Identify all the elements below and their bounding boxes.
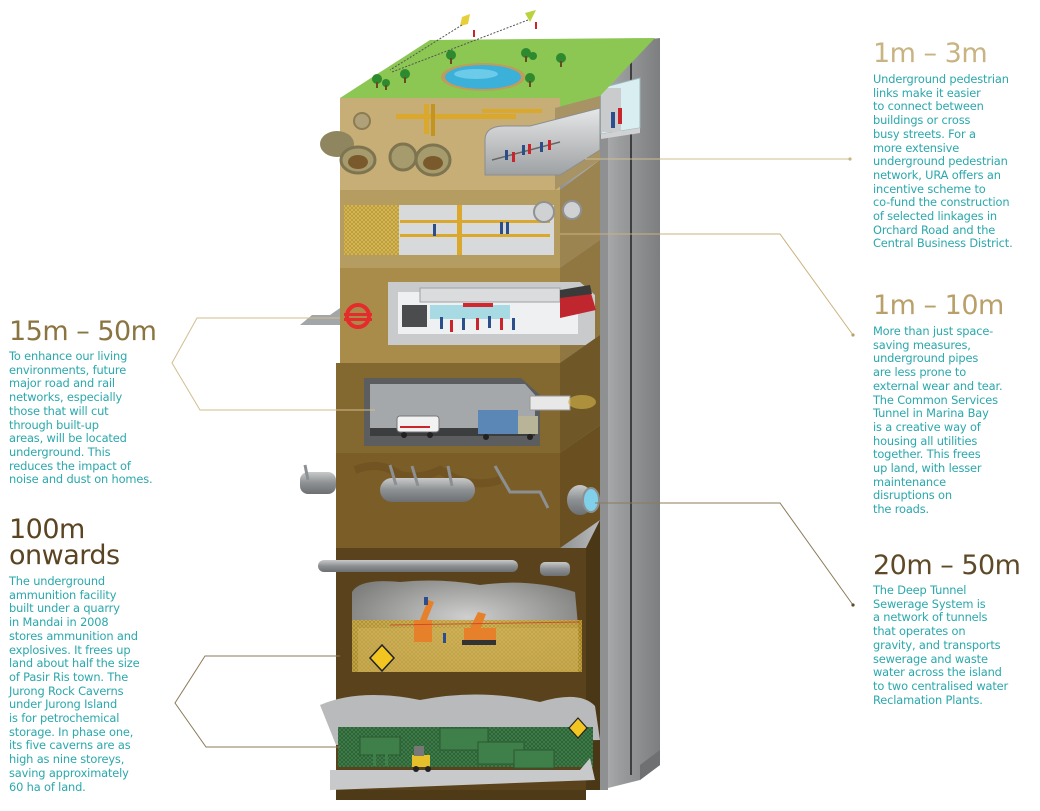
kite-icon (389, 10, 537, 73)
layer-mrt-station (300, 240, 600, 363)
van-icon (396, 415, 440, 438)
forklift-icon (412, 746, 431, 772)
annotation-depth-heading: 1m – 3m (873, 38, 988, 69)
annotation-depth-heading: 15m – 50m (9, 316, 157, 347)
annotation-caverns: 100m onwards The underground ammunition … (9, 514, 174, 794)
truck-icon (478, 410, 538, 440)
leader-line-caverns (174, 655, 340, 748)
annotation-pedestrian-links: 1m – 3m Underground pedestrian links mak… (873, 40, 1040, 251)
annotation-description: The Deep Tunnel Sewerage System is a net… (873, 583, 1009, 707)
annotation-description: More than just space- saving measures, u… (873, 324, 1003, 517)
leader-line-pipes (560, 233, 854, 336)
annotation-depth-heading: 1m – 10m (873, 290, 1004, 321)
warning-sign-icon (368, 643, 396, 673)
pond-icon (441, 63, 525, 91)
mrt-logo-icon (344, 303, 372, 329)
leader-line-road-rail (171, 317, 375, 411)
annotation-depth-heading: 20m – 50m (873, 550, 1021, 581)
layer-rock-caverns (318, 520, 600, 800)
annotation-deep-tunnel-sewerage: 20m – 50m The Deep Tunnel Sewerage Syste… (873, 552, 1040, 707)
leader-line-sewerage (595, 502, 854, 606)
utility-pipe-icon (320, 112, 452, 177)
tree-icon (372, 48, 566, 90)
leader-lines (171, 157, 855, 748)
annotation-description: Underground pedestrian links make it eas… (873, 72, 1013, 251)
layer-deep-tunnel-sewerage (300, 425, 600, 548)
layer-utilities-pedestrian (320, 96, 601, 190)
excavator-icon (414, 600, 496, 645)
annotation-depth-heading: 100m onwards (9, 514, 120, 571)
annotation-description: The underground ammunition facility buil… (9, 574, 140, 794)
annotation-road-and-rail: 15m – 50m To enhance our living environm… (9, 318, 189, 487)
annotation-description: To enhance our living environments, futu… (9, 349, 153, 487)
sewer-pipe-icon (300, 464, 600, 515)
warning-sign-icon (568, 717, 588, 739)
pedestrian-link-tunnel (484, 107, 601, 176)
annotation-utility-pipes: 1m – 10m More than just space- saving me… (873, 292, 1040, 517)
elevator-icon (600, 77, 641, 139)
layer-road-tunnel (336, 335, 600, 453)
layer-common-services-tunnel (340, 160, 600, 268)
